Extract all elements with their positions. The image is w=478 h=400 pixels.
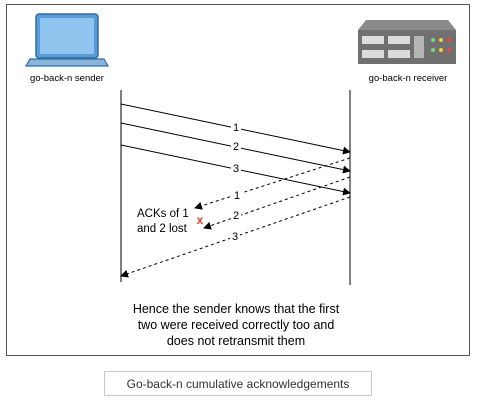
frame-label-1: 1 <box>233 122 239 134</box>
lost-x-mark: x <box>197 213 204 227</box>
ack-arrow-2 <box>203 176 351 230</box>
frame-label-3: 3 <box>233 163 239 175</box>
ack-label-1: 1 <box>234 190 240 202</box>
explanation-line-1: Hence the sender knows that the first <box>133 302 340 316</box>
laptop-icon <box>24 13 110 67</box>
server-icon <box>358 20 456 64</box>
ack-label-2: 2 <box>233 210 239 222</box>
lost-note-line-1: ACKs of 1 <box>137 208 189 220</box>
ack-label-3: 3 <box>232 231 238 243</box>
explanation-line-3: does not retransmit them <box>167 334 305 348</box>
lost-note-line-2: and 2 lost <box>137 223 188 235</box>
explanation-line-2: two were received correctly too and <box>138 318 335 332</box>
sender-label: go-back-n sender <box>30 73 104 84</box>
frame-label-2: 2 <box>233 141 239 153</box>
caption-text: Go-back-n cumulative acknowledgements <box>126 376 350 391</box>
figure-caption: Go-back-n cumulative acknowledgements <box>104 371 372 396</box>
receiver-label: go-back-n receiver <box>369 73 448 84</box>
